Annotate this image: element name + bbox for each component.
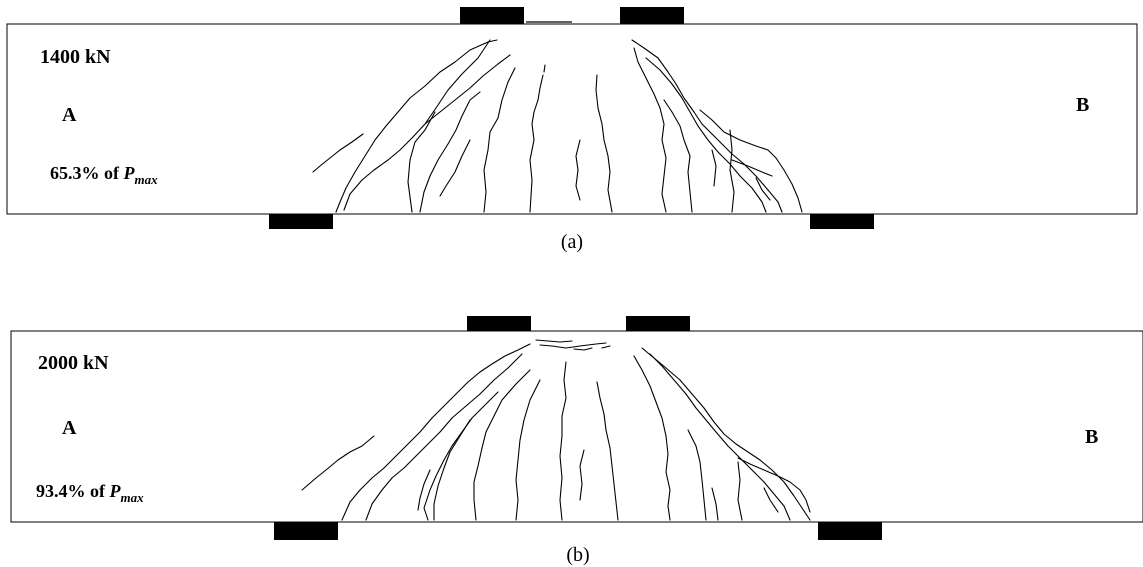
beam-a bbox=[6, 23, 1138, 215]
load-label-a: 1400 kN bbox=[40, 46, 111, 68]
caption-a: (a) bbox=[561, 231, 583, 253]
panel-a: 1400 kN A B 65.3% of Pmax (a) bbox=[6, 7, 1138, 253]
panel-b: 2000 kN A B 93.4% of Pmax (b) bbox=[10, 316, 1143, 566]
support-left-a bbox=[269, 214, 333, 229]
caption-b: (b) bbox=[566, 544, 589, 566]
end-label-right-a: B bbox=[1076, 94, 1089, 116]
load-ratio-a: 65.3% of Pmax bbox=[50, 163, 158, 187]
end-label-right-b: B bbox=[1085, 426, 1098, 448]
load-plate-left-b bbox=[467, 316, 531, 331]
load-plate-left-a bbox=[460, 7, 524, 24]
end-label-left-b: A bbox=[62, 417, 77, 439]
cracks-b bbox=[301, 339, 811, 521]
end-label-left-a: A bbox=[62, 104, 77, 126]
load-label-b: 2000 kN bbox=[38, 352, 109, 374]
cracks-a bbox=[312, 39, 803, 213]
load-plate-right-a bbox=[620, 7, 684, 24]
support-right-a bbox=[810, 214, 874, 229]
support-right-b bbox=[818, 522, 882, 540]
support-left-b bbox=[274, 522, 338, 540]
beam-b bbox=[10, 330, 1143, 523]
load-plate-right-b bbox=[626, 316, 690, 331]
load-ratio-b: 93.4% of Pmax bbox=[36, 481, 144, 505]
